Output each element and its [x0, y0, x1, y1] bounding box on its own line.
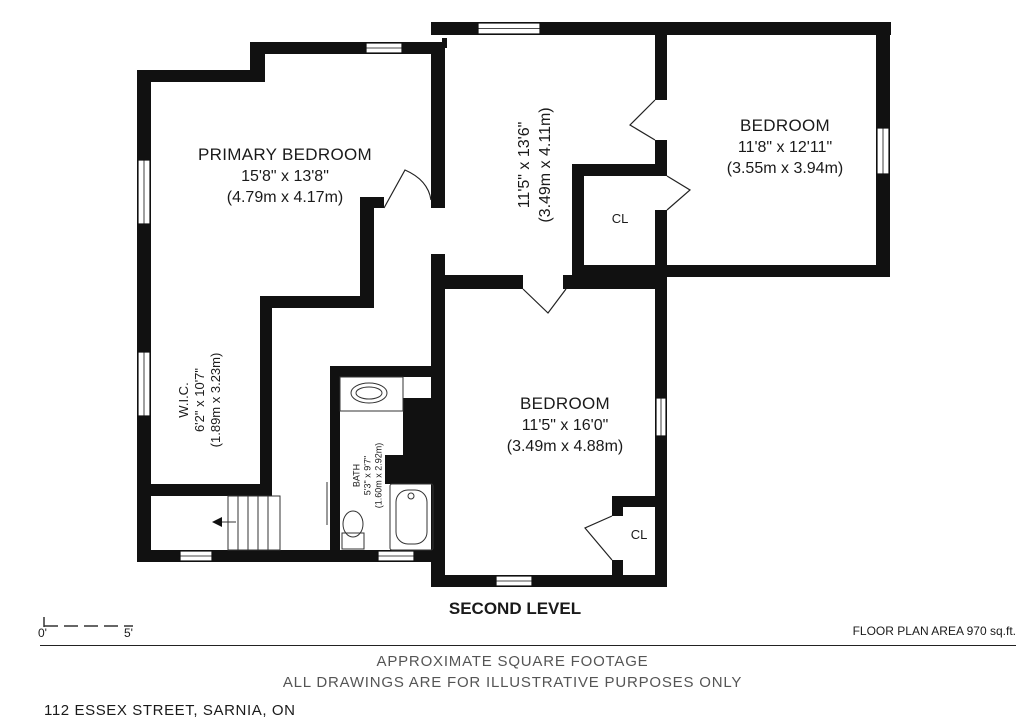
primary-bedroom-label: PRIMARY BEDROOM 15'8" x 13'8" (4.79m x 4… [180, 144, 390, 208]
window-panes [143, 28, 884, 582]
note-approximate: APPROXIMATE SQUARE FOOTAGE [376, 653, 649, 670]
room-name: CL [611, 211, 629, 226]
room-name: PRIMARY BEDROOM [198, 145, 372, 164]
bath-fixtures [326, 376, 434, 551]
walls [137, 22, 891, 587]
scale-start-label: 0' [38, 626, 47, 640]
floor-area: FLOOR PLAN AREA 970 sq.ft. [852, 624, 1016, 638]
footer-divider [40, 645, 1016, 646]
bedroom-s-label: BEDROOM 11'5" x 16'0" (3.49m x 4.88m) [470, 393, 660, 457]
closet-s-label: CL [622, 527, 656, 542]
level-title: SECOND LEVEL [448, 599, 582, 618]
scale-bar [43, 617, 133, 627]
room-name: BEDROOM [740, 116, 830, 135]
hall-label: 11'5" x 13'6" (3.49m x 4.11m) [514, 65, 556, 265]
room-dim-imperial: 11'5" x 16'0" [521, 417, 609, 434]
room-name: CL [630, 527, 648, 542]
wic-label: W.I.C. 6'2" x 10'7" (1.89m x 3.23m) [176, 340, 224, 460]
door-swings [383, 99, 692, 561]
note-illustrative: ALL DRAWINGS ARE FOR ILLUSTRATIVE PURPOS… [282, 674, 743, 691]
room-dim-metric: (1.89m x 3.23m) [208, 352, 223, 448]
room-dim-imperial: 11'5" x 13'6" [516, 121, 533, 209]
bath-label: BATH 5'3" x 9'7" (1.60m x 2.92m) [352, 426, 385, 526]
stairs-arrow-icon [212, 517, 222, 527]
room-name: BATH [351, 463, 362, 488]
room-dim-metric: (1.60m x 2.92m) [373, 442, 384, 509]
room-dim-imperial: 6'2" x 10'7" [192, 367, 207, 433]
room-dim-imperial: 11'8" x 12'11" [737, 139, 833, 156]
room-dim-imperial: 15'8" x 13'8" [241, 168, 329, 185]
room-dim-metric: (4.79m x 4.17m) [226, 189, 344, 206]
room-dim-metric: (3.49m x 4.88m) [506, 438, 624, 455]
room-name: W.I.C. [176, 382, 191, 418]
room-dim-imperial: 5'3" x 9'7" [362, 455, 373, 496]
address: 112 ESSEX STREET, SARNIA, ON [44, 702, 296, 719]
room-dim-metric: (3.55m x 3.94m) [726, 160, 844, 177]
room-dim-metric: (3.49m x 4.11m) [537, 107, 554, 223]
scale-end-label: 5' [124, 626, 133, 640]
bedroom-ne-label: BEDROOM 11'8" x 12'11" (3.55m x 3.94m) [690, 115, 880, 179]
closet-ne-label: CL [600, 211, 640, 226]
stairs [213, 495, 281, 551]
room-name: BEDROOM [520, 394, 610, 413]
